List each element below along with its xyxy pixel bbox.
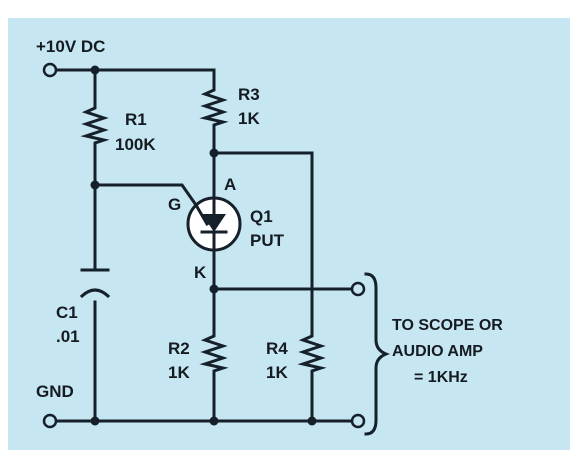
junctions xyxy=(90,65,317,426)
output-note-line-1: TO SCOPE OR xyxy=(392,317,503,334)
gate-lead xyxy=(193,202,210,227)
junction-dot xyxy=(307,416,317,426)
output-note-line-2: AUDIO AMP xyxy=(392,343,483,360)
junction-dot xyxy=(209,284,219,294)
c1-value-label: .01 xyxy=(56,327,80,346)
r3-name-label: R3 xyxy=(238,85,260,104)
output-terminal xyxy=(350,281,366,297)
output-ground-terminal xyxy=(350,413,366,429)
r1-value-label: 100K xyxy=(115,135,156,154)
junction-dot xyxy=(90,65,100,75)
supply-terminal xyxy=(42,62,58,78)
r3-resistor xyxy=(199,84,229,130)
cathode-label: K xyxy=(194,263,207,282)
q1-name-label: Q1 xyxy=(250,207,273,226)
c1-name-label: C1 xyxy=(56,303,78,322)
terminals xyxy=(42,62,366,429)
junction-dot xyxy=(90,180,100,190)
c1-capacitor xyxy=(79,268,111,299)
junction-dot xyxy=(209,148,219,158)
output-bracket xyxy=(364,272,391,436)
diode-triangle xyxy=(202,214,226,232)
supply-label: +10V DC xyxy=(36,37,105,56)
capacitor-plate-bottom xyxy=(79,288,111,299)
r2-value-label: 1K xyxy=(168,363,190,382)
q1-put-transistor xyxy=(186,196,242,252)
junction-dot xyxy=(90,416,100,426)
r2-name-label: R2 xyxy=(168,339,190,358)
output-note-line-3: = 1KHz xyxy=(414,369,468,386)
ground-terminal xyxy=(42,413,58,429)
anode-label: A xyxy=(224,175,236,194)
r3-value-label: 1K xyxy=(238,109,260,128)
r1-resistor xyxy=(80,102,110,148)
ground-label: GND xyxy=(36,382,74,401)
r4-name-label: R4 xyxy=(266,339,288,358)
gate-label: G xyxy=(168,195,181,214)
junction-dot xyxy=(209,416,219,426)
r4-value-label: 1K xyxy=(266,363,288,382)
r2-resistor xyxy=(199,330,229,376)
anode-to-r4-wire xyxy=(212,151,314,334)
q1-type-label: PUT xyxy=(250,231,285,250)
gate-wire xyxy=(93,183,199,208)
r1-name-label: R1 xyxy=(125,110,147,129)
schematic-background xyxy=(8,18,570,450)
r4-resistor xyxy=(297,330,327,376)
